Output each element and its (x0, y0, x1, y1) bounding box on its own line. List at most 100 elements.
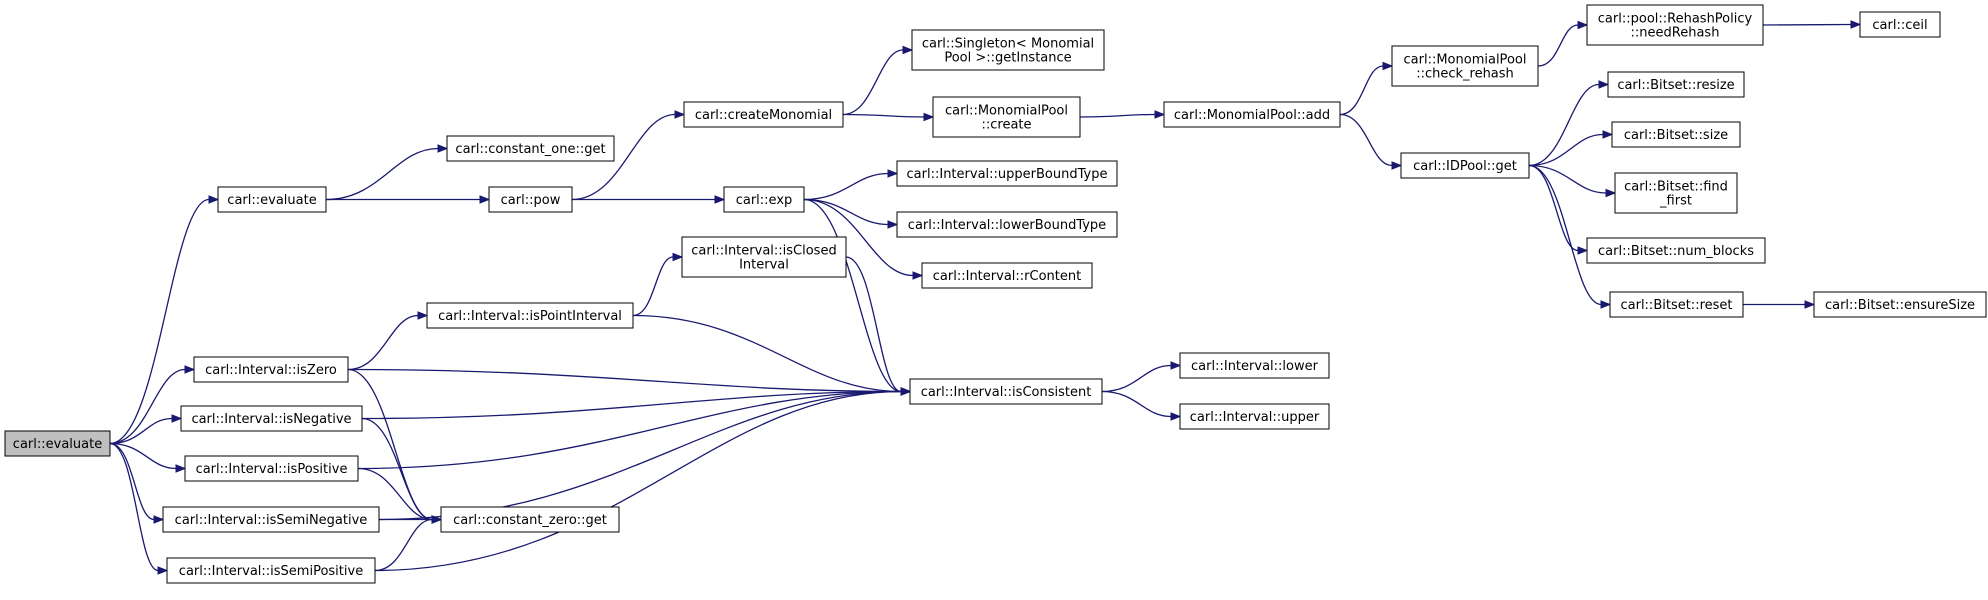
node-const-one-get[interactable]: carl::constant_one::get (446, 135, 615, 162)
edge-is-closed-interval-to-is-consistent (845, 256, 912, 396)
node-pool-create[interactable]: carl::MonomialPool::create (932, 96, 1081, 138)
node-box (1400, 152, 1530, 179)
edge-bitset-reset-to-ensure-size (1742, 300, 1816, 309)
arrowhead-icon (887, 220, 899, 229)
node-box (723, 186, 805, 213)
node-upper-bound-type[interactable]: carl::Interval::upperBoundType (896, 160, 1118, 187)
edge-line (357, 390, 902, 470)
arrowhead-icon (1605, 188, 1617, 198)
node-bitset-num-blocks[interactable]: carl::Bitset::num_blocks (1586, 237, 1766, 264)
node-box (1586, 4, 1764, 46)
node-is-semi-negative[interactable]: carl::Interval::isSemiNegative (162, 506, 380, 533)
node-is-positive[interactable]: carl::Interval::isPositive (184, 455, 359, 482)
edge-line (803, 198, 914, 277)
edge-root-to-eval2 (109, 195, 220, 445)
node-label: carl::Bitset::resize (1617, 78, 1734, 93)
node-label: carl::Interval::lower (1191, 359, 1319, 374)
node-pow[interactable]: carl::pow (488, 186, 573, 213)
node-lower[interactable]: carl::Interval::lower (1179, 352, 1330, 379)
arrowhead-icon (208, 195, 220, 204)
node-is-point-interval[interactable]: carl::Interval::isPointInterval (426, 302, 634, 329)
edge-line (1762, 23, 1852, 26)
node-label: carl::exp (736, 193, 793, 208)
node-box (1179, 352, 1330, 379)
node-is-semi-positive[interactable]: carl::Interval::isSemiPositive (166, 557, 376, 584)
node-label: carl::Bitset::size (1624, 128, 1728, 143)
node-ceil[interactable]: carl::ceil (1859, 11, 1941, 38)
node-box (1607, 71, 1745, 98)
node-box (1586, 237, 1766, 264)
node-label: carl::Interval::isConsistent (921, 385, 1092, 400)
node-box (1614, 172, 1738, 214)
arrowhead-icon (902, 45, 914, 55)
edge-pool-add-to-id-pool-get (1339, 113, 1403, 170)
node-bitset-resize[interactable]: carl::Bitset::resize (1607, 71, 1745, 98)
node-pool-add[interactable]: carl::MonomialPool::add (1163, 101, 1341, 128)
edge-root-to-is-negative (109, 414, 183, 445)
node-box (683, 101, 844, 128)
edge-pow-to-create-monomial (571, 110, 686, 201)
arrowhead-icon (1600, 300, 1612, 309)
node-label: carl::Interval::upperBoundType (907, 167, 1108, 182)
edge-line (842, 49, 904, 116)
node-bitset-reset[interactable]: carl::Bitset::reset (1609, 291, 1744, 318)
edge-eval2-to-const-one-get (325, 144, 449, 201)
edge-line (1528, 164, 1607, 194)
node-is-negative[interactable]: carl::Interval::isNegative (180, 405, 363, 432)
node-label: carl::pow (501, 193, 561, 208)
edge-create-monomial-to-pool-create (842, 112, 935, 122)
edge-line (803, 172, 889, 201)
arrowhead-icon (1598, 80, 1610, 89)
arrowhead-icon (184, 365, 196, 374)
arrowhead-icon (1382, 61, 1394, 71)
node-exp[interactable]: carl::exp (723, 186, 805, 213)
node-lower-bound-type[interactable]: carl::Interval::lowerBoundType (896, 211, 1118, 238)
node-box (1609, 291, 1744, 318)
node-is-consistent[interactable]: carl::Interval::isConsistent (909, 378, 1103, 405)
node-label: _first (1659, 194, 1692, 209)
edge-line (571, 113, 676, 201)
node-check-rehash[interactable]: carl::MonomialPool::check_rehash (1391, 45, 1539, 87)
edge-line (109, 442, 155, 521)
node-label: carl::Singleton< Monomial (922, 37, 1094, 52)
node-id-pool-get[interactable]: carl::IDPool::get (1400, 152, 1530, 179)
edge-need-rehash-to-ceil (1762, 20, 1862, 29)
edge-root-to-is-positive (109, 442, 187, 473)
node-ensure-size[interactable]: carl::Bitset::ensureSize (1813, 291, 1987, 318)
edge-line (632, 314, 902, 393)
edge-line (1339, 113, 1393, 167)
arrowhead-icon (1154, 110, 1166, 119)
node-label: carl::pool::RehashPolicy (1598, 12, 1753, 27)
node-box (896, 160, 1118, 187)
node-create-monomial[interactable]: carl::createMonomial (683, 101, 844, 128)
node-r-content[interactable]: carl::Interval::rContent (921, 262, 1093, 289)
node-bitset-size[interactable]: carl::Bitset::size (1611, 121, 1741, 148)
edge-line (1101, 390, 1172, 418)
node-need-rehash[interactable]: carl::pool::RehashPolicy::needRehash (1586, 4, 1764, 46)
arrowhead-icon (1391, 161, 1403, 170)
edge-is-semi-positive-to-is-consistent (374, 387, 912, 572)
node-root[interactable]: carl::evaluate (4, 430, 111, 457)
node-box (921, 262, 1093, 289)
arrowhead-icon (714, 195, 726, 204)
node-singleton-get-instance[interactable]: carl::Singleton< MonomialPool >::getInst… (911, 29, 1105, 71)
arrowhead-icon (912, 271, 924, 280)
node-is-zero[interactable]: carl::Interval::isZero (193, 356, 349, 383)
node-label: carl::Interval::lowerBoundType (908, 218, 1106, 233)
edge-root-to-is-semi-positive (109, 442, 169, 575)
arrowhead-icon (417, 311, 429, 320)
node-box (166, 557, 376, 584)
node-label: carl::evaluate (13, 437, 102, 452)
edge-is-negative-to-is-consistent (361, 387, 912, 420)
node-const-zero-get[interactable]: carl::constant_zero::get (440, 506, 620, 533)
node-eval2[interactable]: carl::evaluate (217, 186, 327, 213)
edge-is-zero-to-is-consistent (347, 368, 912, 396)
node-box (1391, 45, 1539, 87)
edge-line (1101, 364, 1172, 393)
node-label: carl::Bitset::reset (1620, 298, 1732, 313)
node-upper[interactable]: carl::Interval::upper (1179, 403, 1330, 430)
node-bitset-find-first[interactable]: carl::Bitset::find_first (1614, 172, 1738, 214)
node-box (488, 186, 573, 213)
